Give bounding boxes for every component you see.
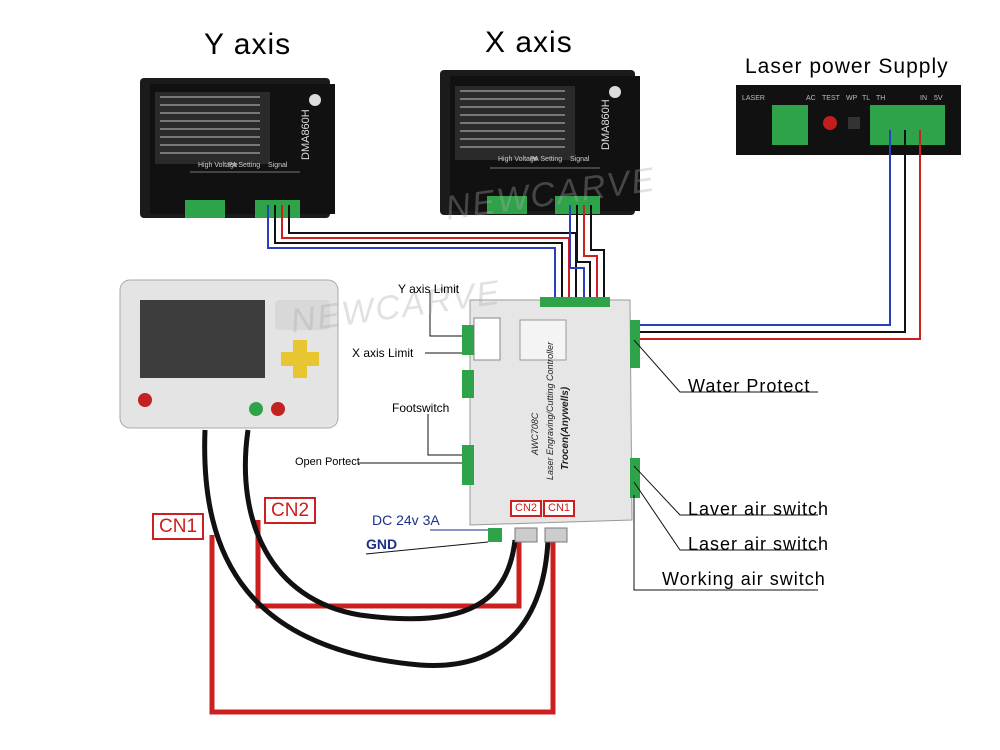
x-driver-wires xyxy=(569,205,605,298)
psu-pin-5v: 5V xyxy=(934,95,943,102)
y-driver-pa-setting: PA Setting xyxy=(228,162,261,169)
callout-lines xyxy=(358,292,818,591)
label-cn2-board: CN2 xyxy=(510,500,543,517)
psu-pin-tl: TL xyxy=(862,95,871,102)
x-axis-title: X axis xyxy=(485,26,573,59)
controller-board xyxy=(462,297,640,543)
label-gnd: GND xyxy=(366,536,398,552)
psu-pin-laser: LASER xyxy=(742,95,765,102)
x-driver-high-voltage: High Voltage xyxy=(498,156,538,163)
y-driver-model: DMA860H xyxy=(300,109,312,160)
psu-pin-ac: AC xyxy=(806,95,816,102)
psu-pin-th: TH xyxy=(876,95,886,102)
controller-brand: Trocen(Anywells) xyxy=(560,386,571,470)
x-axis-driver xyxy=(440,70,640,215)
psu-pin-wp: WP xyxy=(846,95,858,102)
label-working-air-switch: Working air switch xyxy=(662,569,826,589)
label-cn2: CN2 xyxy=(264,497,317,524)
y-driver-signal: Signal xyxy=(268,162,288,169)
label-laver-air-switch: Laver air switch xyxy=(688,499,830,519)
operator-panel xyxy=(119,279,339,429)
y-axis-title: Y axis xyxy=(204,28,292,61)
controller-model: AWC708C xyxy=(530,412,540,455)
psu-pin-test: TEST xyxy=(822,95,840,102)
label-footswitch: Footswitch xyxy=(392,401,450,415)
cn-wire-frames xyxy=(209,520,556,715)
label-open-protect: Open Portect xyxy=(295,456,360,468)
label-y-axis-limit: Y axis Limit xyxy=(398,282,460,296)
x-driver-signal: Signal xyxy=(570,156,590,163)
x-driver-pa-setting: PA Setting xyxy=(530,156,563,163)
label-cn1: CN1 xyxy=(152,513,205,540)
y-driver-high-voltage: High Voltage xyxy=(198,162,238,169)
x-driver-model: DMA860H xyxy=(600,99,612,150)
laser-psu-title: Laser power Supply xyxy=(745,55,949,78)
label-laser-air-switch: Laser air switch xyxy=(688,534,830,554)
psu-pin-in: IN xyxy=(920,95,927,102)
label-dc-24v: DC 24v 3A xyxy=(372,512,440,528)
label-cn1-board: CN1 xyxy=(543,500,576,517)
laser-power-supply xyxy=(736,85,961,155)
cn-cables xyxy=(202,429,551,668)
label-x-axis-limit: X axis Limit xyxy=(352,346,414,360)
label-water-protect: Water Protect xyxy=(688,376,811,396)
psu-wires xyxy=(633,130,921,340)
y-axis-driver xyxy=(140,78,335,218)
controller-desc: Laser Engraving/Cutting Controller xyxy=(545,341,555,480)
